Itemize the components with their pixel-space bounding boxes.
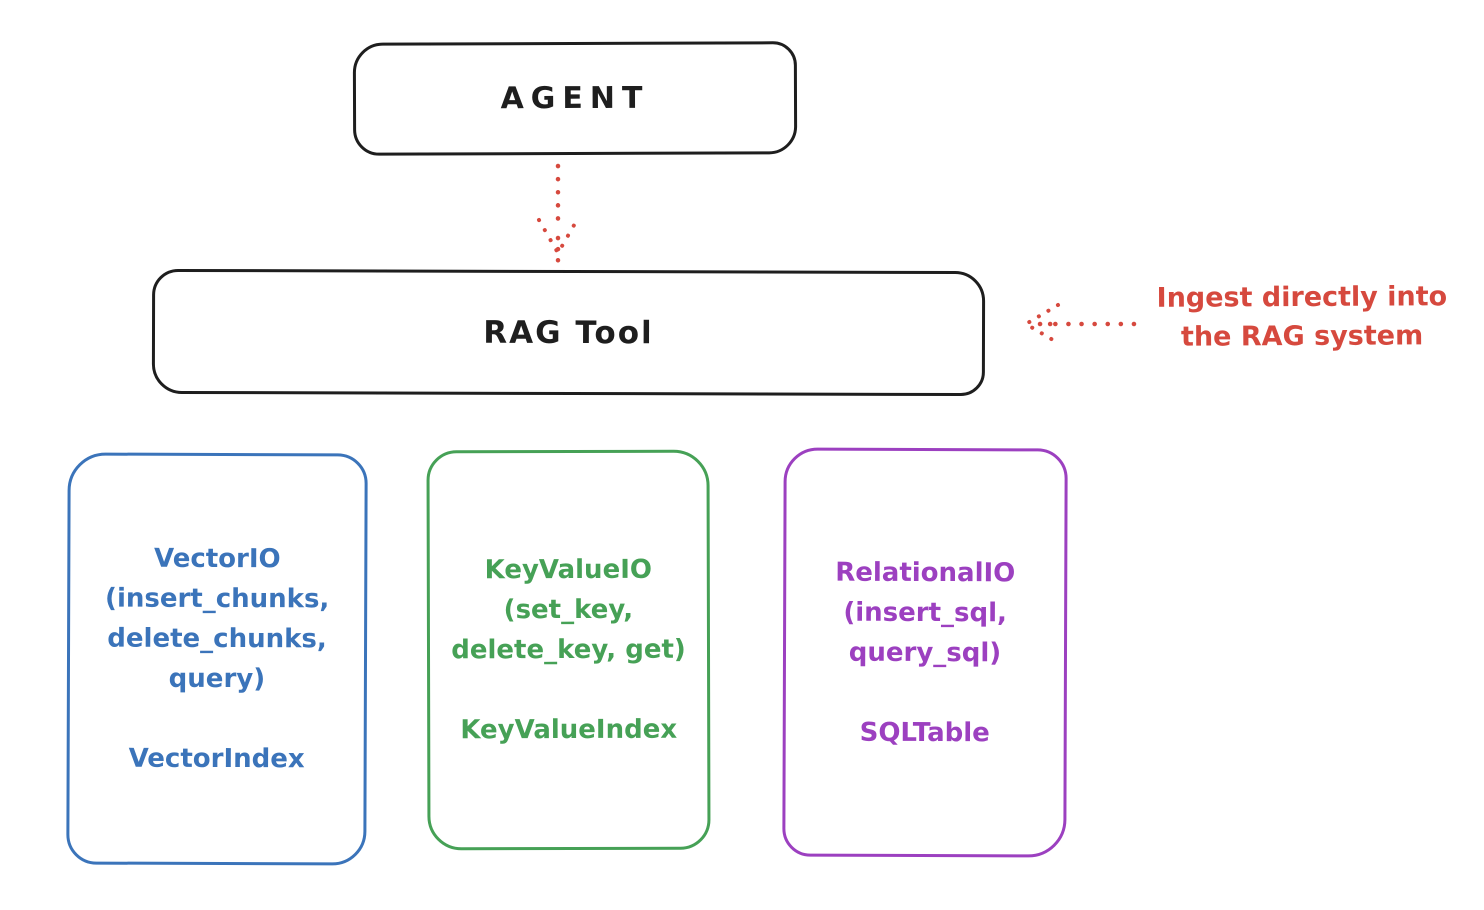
keyvalueio-methods-line1: (set_key, — [503, 594, 634, 626]
vectorio-title: VectorIO — [153, 543, 281, 575]
keyvalueio-box: KeyValueIO (set_key, delete_key, get) Ke… — [426, 449, 711, 851]
relationalio-title: RelationalIO — [835, 557, 1016, 588]
vectorio-box: VectorIO (insert_chunks, delete_chunks, … — [66, 452, 368, 866]
keyvalueio-methods-line2: delete_key, get) — [451, 634, 686, 666]
vectorio-methods-line3: query) — [168, 663, 266, 695]
vectorio-index-label: VectorIndex — [128, 743, 305, 775]
vectorio-methods-line2: delete_chunks, — [107, 623, 327, 655]
relationalio-methods-line2: query_sql) — [848, 637, 1002, 668]
agent-box: AGENT — [352, 41, 798, 156]
agent-to-rag-arrow-icon — [537, 163, 579, 264]
agent-label: AGENT — [500, 80, 650, 117]
ingest-annotation: Ingest directly into the RAG system — [1128, 277, 1476, 357]
ingest-annotation-line2: the RAG system — [1180, 320, 1424, 353]
rag-tool-box: RAG Tool — [151, 268, 986, 397]
keyvalueio-title: KeyValueIO — [484, 554, 653, 586]
ingest-annotation-line1: Ingest directly into — [1156, 281, 1448, 314]
relationalio-index-label: SQLTable — [859, 717, 990, 748]
relationalio-box: RelationalIO (insert_sql, query_sql) SQL… — [782, 447, 1068, 858]
keyvalueio-index-label: KeyValueIndex — [460, 714, 678, 746]
relationalio-methods-line1: (insert_sql, — [843, 597, 1007, 628]
ingest-arrow-icon — [1022, 303, 1137, 345]
rag-tool-label: RAG Tool — [483, 314, 654, 351]
vectorio-methods-line1: (insert_chunks, — [105, 583, 330, 615]
